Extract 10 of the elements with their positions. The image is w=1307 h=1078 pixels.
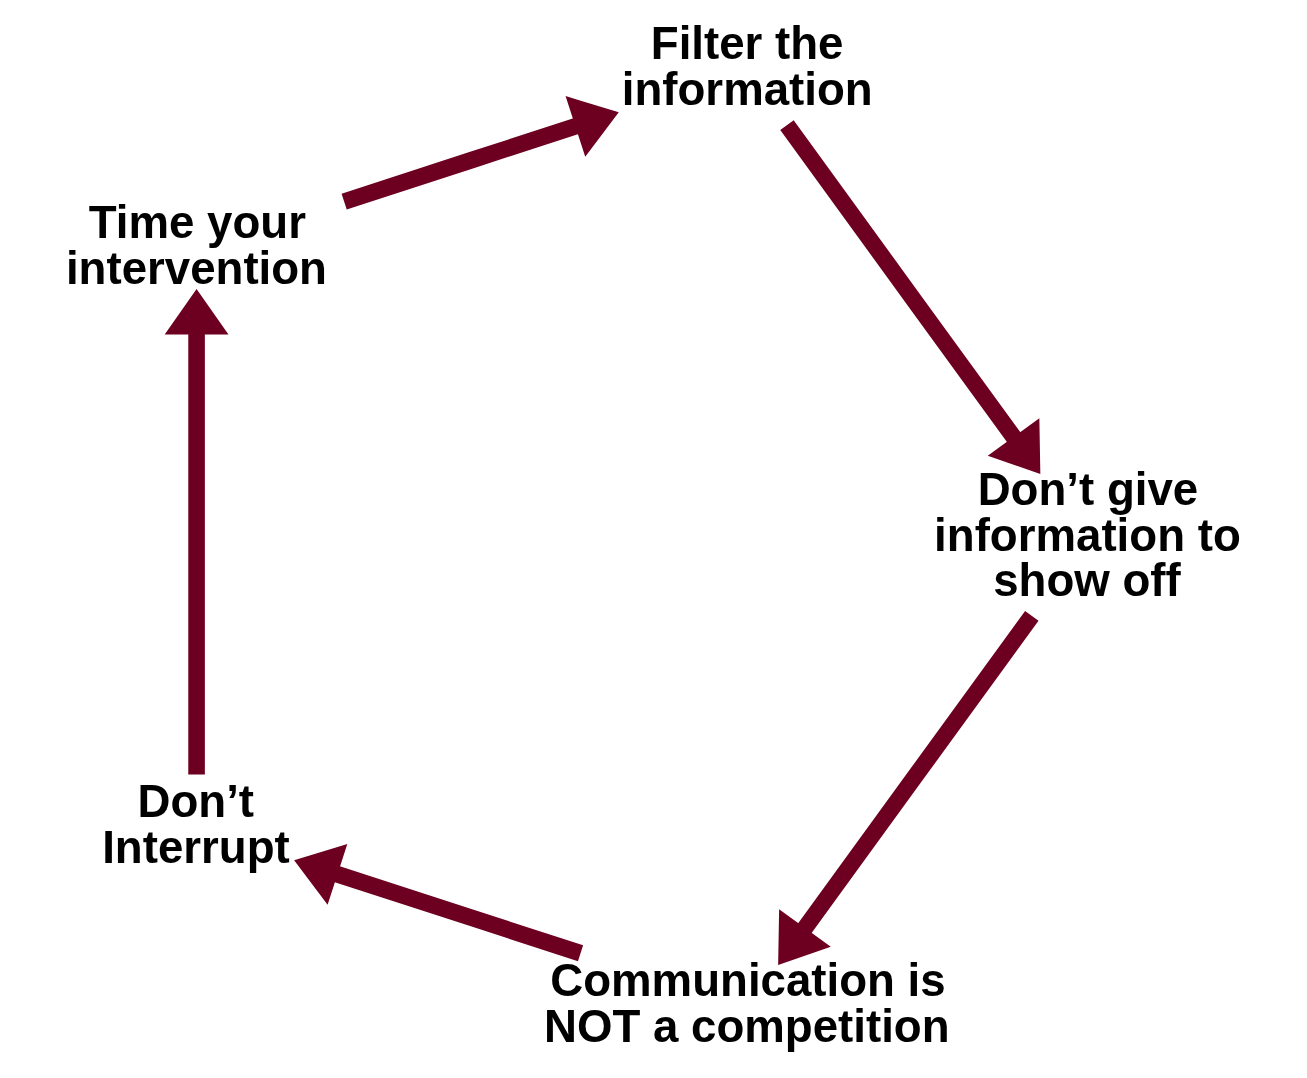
arrow [294, 843, 584, 962]
node-text: Don’t Interrupt [102, 776, 290, 873]
node-text: Communication is NOT a competition [543, 955, 950, 1052]
arrow [780, 120, 1041, 474]
arrow [778, 610, 1039, 965]
node-text: Filter the information [621, 18, 873, 115]
node-text: Time your intervention [65, 197, 327, 294]
arrow [341, 96, 619, 210]
node-text: Don’t give information to show off [934, 463, 1241, 607]
arrow [164, 289, 229, 775]
